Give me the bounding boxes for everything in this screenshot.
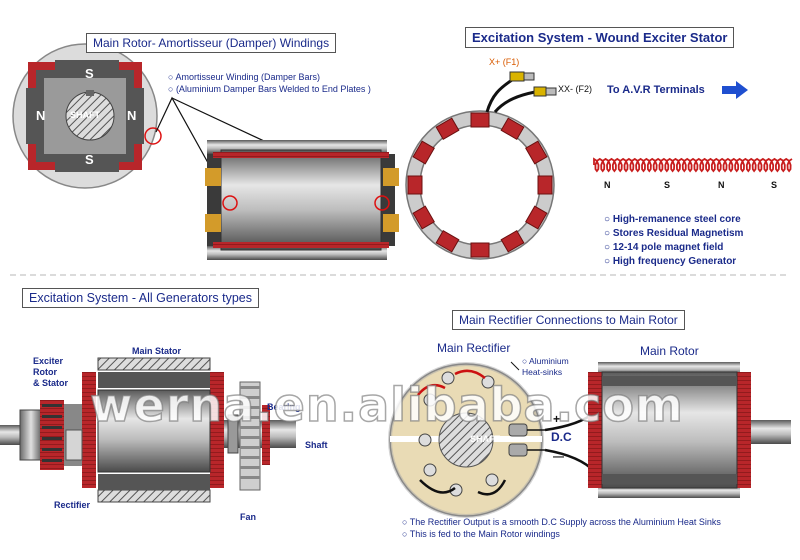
fan-blade [240, 396, 260, 399]
exciter-section-title: Excitation System - Wound Exciter Stator [465, 27, 735, 48]
exciter-feature-1: ○ High-remanence steel core [604, 214, 741, 225]
rectifier-shaft-label: SHAFT [470, 434, 500, 444]
exciter-rib [42, 426, 62, 429]
rotor-pole-top: S [85, 66, 94, 81]
fan-blade [240, 416, 260, 419]
rectifier-label: Rectifier [54, 500, 91, 510]
ring-pole-coil [470, 112, 490, 128]
fan-label: Fan [240, 512, 257, 522]
rotor-side-view [205, 140, 399, 260]
fan-blade [240, 446, 260, 449]
rotor-note-1: ○ Amortisseur Winding (Damper Bars) [168, 72, 320, 82]
diode-nut [418, 433, 432, 447]
diode-nut [423, 393, 437, 407]
exciter-feature-4: ○ High frequency Generator [604, 256, 737, 267]
exciter-feature-2: ○ Stores Residual Magnetism [604, 228, 744, 239]
avr-terminals-label: To A.V.R Terminals [607, 84, 705, 96]
generator-cross-section [0, 357, 296, 503]
rectifier-note-2: ○ This is fed to the Main Rotor windings [402, 529, 560, 539]
fan-blade [240, 426, 260, 429]
coil-pole-s2: S [771, 180, 778, 190]
ring-pole-coil [500, 230, 525, 253]
exciter-rib [42, 437, 62, 440]
main-rectifier-label: Main Rectifier [437, 341, 511, 355]
rotor-section-title: Main Rotor- Amortisseur (Damper) Winding… [86, 33, 337, 53]
exciter-rib [42, 459, 62, 462]
exciter-feature-3: ○ 12-14 pole magnet field [604, 242, 724, 253]
rectifier-disc-diagram [388, 361, 596, 518]
exciter-f2-label: XX- (F2) [558, 84, 593, 94]
shaft-label: Shaft [305, 440, 328, 450]
ring-pole-coil [435, 230, 460, 253]
bearing-label: Bearing [267, 402, 301, 412]
avr-arrow-icon [722, 81, 748, 99]
coil-pole-n2: N [718, 180, 725, 190]
fan-blade [240, 456, 260, 459]
exciter-rib [42, 448, 62, 451]
exciter-rib [42, 415, 62, 418]
exciter-rib [42, 404, 62, 407]
ring-pole-coil [412, 140, 435, 165]
fan-blade [240, 386, 260, 389]
fan-blade [240, 436, 260, 439]
ring-pole-coil [537, 175, 553, 195]
dc-minus-sign: — [553, 451, 564, 463]
all-generators-section-title: Excitation System - All Generators types [22, 288, 260, 308]
rotor-note-2: ○ (Aluminium Damper Bars Welded to End P… [168, 84, 371, 94]
field-coil-spring [593, 157, 793, 173]
diode-nut [441, 371, 455, 385]
rotor-disc-diagram [12, 43, 162, 189]
fan-blade [240, 466, 260, 469]
rotor-pole-bottom: S [85, 152, 94, 167]
ring-pole-coil [470, 242, 490, 258]
dc-plus-sign: + [553, 412, 561, 426]
diode-nut [423, 463, 437, 477]
ring-pole-coil [500, 117, 525, 140]
fan-blade [240, 476, 260, 479]
ring-pole-coil [525, 205, 548, 230]
exciter-stator-ring [405, 71, 557, 260]
ring-pole-coil [525, 140, 548, 165]
rotor-pole-right: N [127, 108, 137, 123]
ring-pole-coil [412, 205, 435, 230]
dc-label: D.C [551, 430, 572, 444]
rotor-pole-left: N [36, 108, 46, 123]
coil-pole-n1: N [604, 180, 611, 190]
rectifier-section-title: Main Rectifier Connections to Main Rotor [452, 310, 685, 330]
ring-pole-coil [435, 117, 460, 140]
exciter-f1-label: X+ (F1) [489, 57, 520, 67]
diode-nut [485, 473, 499, 487]
main-stator-label: Main Stator [132, 346, 182, 356]
main-rotor-label: Main Rotor [640, 344, 699, 358]
watermark: werna.en.alibaba.com [89, 377, 684, 433]
fan-blade [240, 406, 260, 409]
coil-pole-s1: S [664, 180, 671, 190]
main-rotor-diagram [588, 362, 791, 498]
rectifier-note-1: ○ The Rectifier Output is a smooth D.C S… [402, 517, 721, 527]
rotor-shaft-label: SHAFT [70, 110, 100, 120]
diode-nut [481, 375, 495, 389]
ring-pole-coil [407, 175, 423, 195]
